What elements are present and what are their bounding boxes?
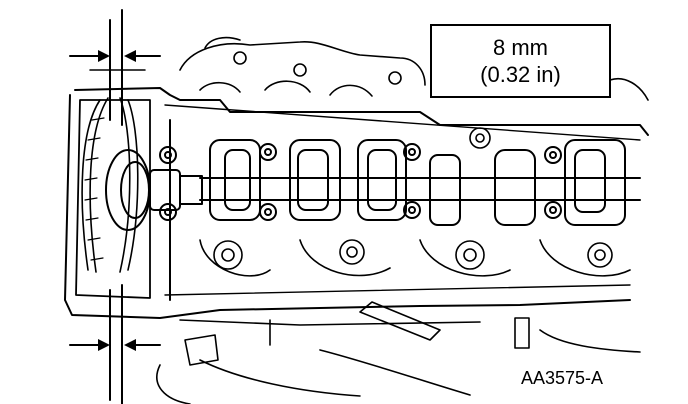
measurement-imperial: (0.32 in): [480, 62, 561, 87]
timing-chain: [81, 97, 139, 273]
measurement-bottom: [69, 284, 161, 404]
lower-casting: [199, 127, 631, 277]
measurement-callout-box: 8 mm (0.32 in): [430, 24, 611, 98]
bottom-hardware: [156, 301, 641, 404]
cam-sprocket: [105, 149, 203, 231]
measurement-metric: 8 mm: [493, 35, 548, 60]
measurement-top: [69, 9, 161, 126]
upper-casting: [179, 36, 649, 101]
camshaft: [199, 139, 641, 226]
figure-reference: AA3575-A: [521, 368, 604, 388]
bearing-cap-bolts: [159, 143, 562, 221]
cylinder-head-outline: [64, 87, 649, 319]
